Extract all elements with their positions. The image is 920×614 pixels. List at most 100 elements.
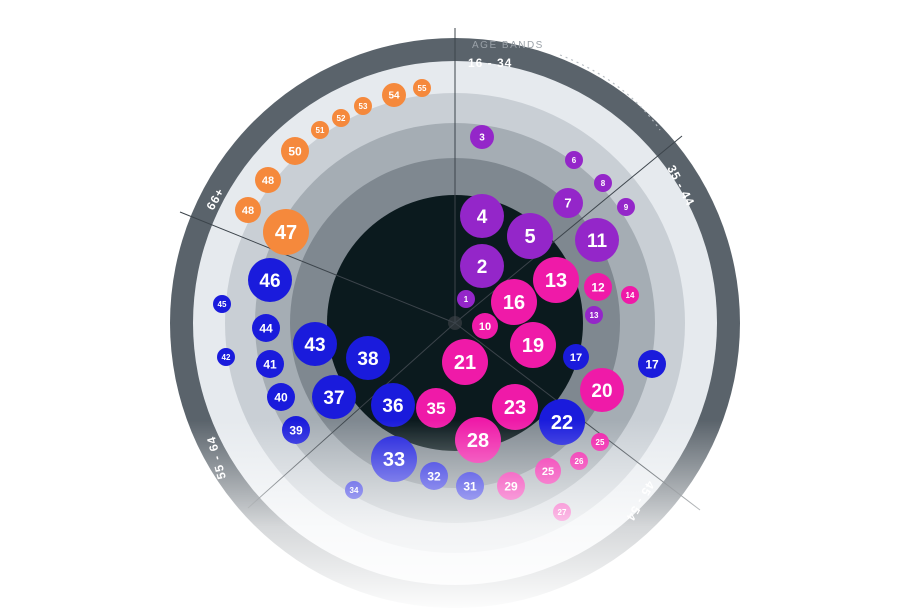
bubble-12: 12 [584,273,612,301]
bubble-label: 17 [645,357,659,371]
bubble-label: 21 [454,352,476,374]
band-divider [454,135,683,324]
bubble-label: 54 [388,91,400,102]
bubble-8: 8 [594,174,612,192]
bubble-53: 53 [354,97,372,115]
bubble-circle [638,350,666,378]
bubble-label: 10 [479,321,491,333]
bubble-circle [213,295,231,313]
bubble-54: 54 [382,83,406,107]
bubble-36: 36 [371,383,415,427]
bubble-16: 16 [491,279,537,325]
bubble-46: 46 [248,258,292,302]
bubble-circle [248,258,292,302]
bubble-9: 9 [617,198,635,216]
bubble-circle [594,174,612,192]
bubble-label: 9 [624,203,629,212]
bubble-circle [354,97,372,115]
bubble-circle [413,79,431,97]
bubble-label: 52 [337,114,346,123]
bubble-circle [460,194,504,238]
bubble-circle [256,350,284,378]
bubble-circle [346,336,390,380]
bubble-circle [293,322,337,366]
bubble-47: 47 [263,209,309,255]
bubble-label: 6 [572,156,577,165]
bubble-38: 38 [346,336,390,380]
bubble-48: 48 [255,167,281,193]
bubble-circle [263,209,309,255]
bubble-6: 6 [565,151,583,169]
band-divider [179,211,456,324]
bubble-17: 17 [563,344,589,370]
bubble-circle [235,197,261,223]
bubble-40: 40 [267,383,295,411]
band-label-16-34: 16 - 34 [468,56,512,70]
bubble-41: 41 [256,350,284,378]
bubble-51: 51 [311,121,329,139]
bubble-label: 35 [427,399,446,418]
bubble-11: 11 [575,218,619,262]
bubble-4: 4 [460,194,504,238]
bubble-circle [565,151,583,169]
bubble-circle [580,368,624,412]
bubble-label: 37 [323,388,344,409]
bubble-label: 38 [357,349,378,370]
bubble-label: 48 [242,205,254,217]
bubble-circle [621,286,639,304]
bubble-label: 13 [590,311,599,320]
bubble-label: 14 [626,291,635,300]
bubble-label: 42 [222,353,231,362]
bubble-label: 11 [587,231,608,252]
bubble-circle [584,273,612,301]
bubble-52: 52 [332,109,350,127]
bubble-label: 48 [262,175,274,187]
bubble-21: 21 [442,339,488,385]
bubble-17: 17 [638,350,666,378]
bubble-44: 44 [252,314,280,342]
bubble-circle [457,290,475,308]
bubble-circle [472,313,498,339]
bubble-circle [255,167,281,193]
bubble-circle [416,388,456,428]
bubble-10: 10 [472,313,498,339]
bubble-37: 37 [312,375,356,419]
bubble-circle [553,188,583,218]
bubble-circle [311,121,329,139]
bubble-7: 7 [553,188,583,218]
bubble-label: 16 [503,292,525,314]
bubble-label: 7 [564,196,571,211]
bubble-circle [252,314,280,342]
bubble-label: 55 [418,84,427,93]
bubble-19: 19 [510,322,556,368]
bubble-label: 50 [288,144,302,158]
bubble-55: 55 [413,79,431,97]
bubble-label: 43 [304,335,325,356]
bubble-13: 13 [585,306,603,324]
bubble-45: 45 [213,295,231,313]
bubble-circle [563,344,589,370]
bubble-circle [492,384,538,430]
bubble-circle [510,322,556,368]
bubble-circle [442,339,488,385]
bubble-circle [371,383,415,427]
bubble-label: 51 [316,126,325,135]
bubble-circle [507,213,553,259]
bubble-20: 20 [580,368,624,412]
bubble-1: 1 [457,290,475,308]
bubble-5: 5 [507,213,553,259]
bubble-2: 2 [460,244,504,288]
bubble-label: 2 [477,257,488,278]
bubble-circle [617,198,635,216]
bubble-label: 19 [522,335,544,357]
bubble-label: 23 [504,397,526,419]
bubble-label: 5 [524,226,535,248]
bubble-label: 53 [359,102,368,111]
bubble-label: 1 [464,295,469,304]
bubble-label: 12 [591,280,605,294]
bubble-3: 3 [470,125,494,149]
bubble-circle [332,109,350,127]
bubble-label: 17 [570,352,582,364]
bubble-label: 4 [477,207,488,228]
